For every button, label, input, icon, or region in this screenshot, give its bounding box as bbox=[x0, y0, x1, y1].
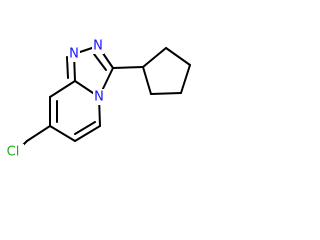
bond-c5-c6-double bbox=[74, 121, 96, 135]
bond-c8-c8a bbox=[49, 80, 76, 98]
atom-labels: N N N Cl bbox=[2, 38, 105, 160]
atom-n1: N bbox=[68, 46, 80, 62]
atom-n-bridgehead-label: N bbox=[94, 90, 104, 105]
bond-c6-c7 bbox=[49, 125, 76, 142]
bond-c3-cp1 bbox=[112, 66, 144, 69]
bond-cp2-cp3 bbox=[165, 47, 191, 66]
bond-c8a-n1-double bbox=[66, 56, 69, 79]
bond-cp1-cp2 bbox=[142, 47, 167, 68]
atom-cl-label: Cl bbox=[7, 145, 20, 160]
bond-cp5-cp1 bbox=[142, 66, 152, 95]
atom-cl: Cl bbox=[2, 144, 24, 160]
atom-n1-label: N bbox=[69, 47, 79, 62]
bond-cp3-cp4 bbox=[180, 64, 191, 94]
molecule-structure: N N N Cl bbox=[2, 38, 191, 160]
atom-n2: N bbox=[92, 38, 104, 54]
atom-n2-label: N bbox=[93, 39, 103, 54]
atom-n-bridgehead: N bbox=[93, 89, 105, 105]
bond-n2-c3-double bbox=[93, 53, 107, 71]
bond-c8-ch2 bbox=[26, 125, 51, 142]
bond-cp4-cp5 bbox=[150, 92, 182, 95]
bond-c5-c6 bbox=[74, 125, 101, 142]
